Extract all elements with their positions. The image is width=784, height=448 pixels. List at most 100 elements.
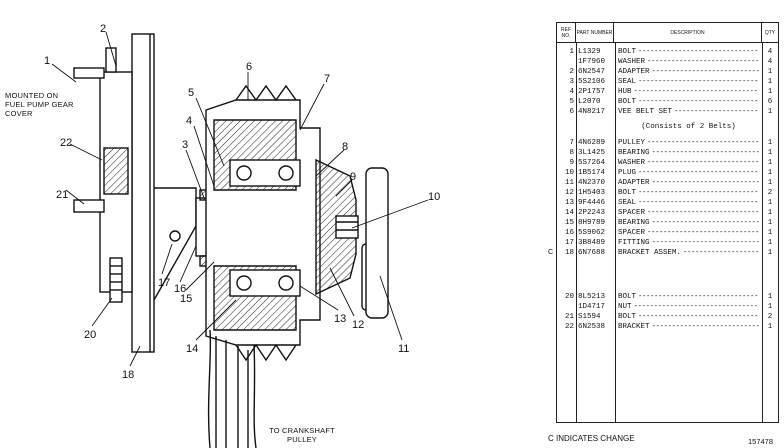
leader-dots: ------------------------------- <box>638 293 759 301</box>
description-cell: BEARING <box>618 149 650 157</box>
ref-cell: 22 <box>564 323 574 331</box>
leader-dots: ------------------------------- <box>651 219 760 227</box>
part-number-cell: 5S7264 <box>578 159 606 167</box>
ref-cell: 10 <box>564 169 574 177</box>
parts-list-table: REF NO. PART NUMBER DESCRIPTION QTY (Con… <box>548 22 779 423</box>
leader-dots: ------------------------------- <box>638 98 759 106</box>
description-cell: HUB <box>618 88 632 96</box>
qty-cell: 1 <box>767 88 773 96</box>
ref-cell: 21 <box>564 313 574 321</box>
callout-6: 6 <box>246 61 252 73</box>
leader-dots: ------------------------------- <box>647 229 759 237</box>
callout-21: 21 <box>56 189 68 201</box>
qty-cell: 1 <box>767 239 773 247</box>
part-number-cell: 2P1757 <box>578 88 606 96</box>
description-cell: VEE BELT SET <box>618 108 673 116</box>
part-number-cell: S1594 <box>578 313 601 321</box>
qty-cell: 1 <box>767 219 773 227</box>
part-number-cell: 5S9062 <box>578 229 606 237</box>
part-number-cell: L2070 <box>578 98 601 106</box>
callout-8: 8 <box>342 141 348 153</box>
description-cell: SEAL <box>618 199 637 207</box>
ref-cell: 4 <box>569 88 574 96</box>
part-number-cell: 3L1425 <box>578 149 606 157</box>
parts-list-header: REF NO. PART NUMBER DESCRIPTION QTY <box>557 23 778 43</box>
part-number-cell: 4N8217 <box>578 108 606 116</box>
leader-dots: ------------------------------- <box>638 78 759 86</box>
description-cell: BOLT <box>618 189 637 197</box>
description-cell: WASHER <box>618 159 646 167</box>
header-description: DESCRIPTION <box>614 23 762 42</box>
header-ref-no: REF NO. <box>557 23 576 42</box>
qty-cell: 1 <box>767 139 773 147</box>
table-row <box>557 275 778 285</box>
figure-number: 157478 <box>748 437 774 446</box>
leader-dots: ------------------------------- <box>647 139 759 147</box>
leader-dots: ------------------------------- <box>633 303 759 311</box>
leader-dots: ------------------------------- <box>647 209 759 217</box>
qty-cell: 1 <box>767 68 773 76</box>
qty-cell: 1 <box>767 249 773 257</box>
ref-cell: 2 <box>569 68 574 76</box>
leader-dots: ------------------------------- <box>651 323 760 331</box>
qty-cell: 1 <box>767 323 773 331</box>
ref-cell: 15 <box>564 219 574 227</box>
qty-cell: 1 <box>767 209 773 217</box>
ref-cell: 3 <box>569 78 574 86</box>
part-number-cell: 6N2547 <box>578 68 606 76</box>
callout-7: 7 <box>324 73 330 85</box>
callout-14: 14 <box>186 343 198 355</box>
qty-cell: 1 <box>767 303 773 311</box>
qty-cell: 2 <box>767 313 773 321</box>
leader-dots: ------------------------------- <box>651 149 760 157</box>
callout-12: 12 <box>352 319 364 331</box>
part-number-cell: 8L5213 <box>578 293 606 301</box>
leader-dots: ------------------------------- <box>638 189 759 197</box>
leader-dots: ------------------------------- <box>674 108 759 116</box>
leader-dots: ------------------------------- <box>647 58 759 66</box>
part-number-cell: 6N7688 <box>578 249 606 257</box>
ref-cell: 12 <box>564 189 574 197</box>
qty-cell: 2 <box>767 189 773 197</box>
part-number-cell: 1F7960 <box>578 58 606 66</box>
description-cell: ADAPTER <box>618 68 650 76</box>
qty-cell: 1 <box>767 169 773 177</box>
part-number-cell: 6N2538 <box>578 323 606 331</box>
ref-cell: 5 <box>569 98 574 106</box>
header-qty: QTY <box>764 29 776 36</box>
change-marker: C <box>547 249 554 256</box>
description-cell: BEARING <box>618 219 650 227</box>
ref-cell: 8 <box>569 149 574 157</box>
part-number-cell: 1D4717 <box>578 303 606 311</box>
description-cell: NUT <box>618 303 632 311</box>
ref-cell: 1 <box>569 48 574 56</box>
leader-dots: ------------------------------- <box>651 179 760 187</box>
leader-dots: ------------------------------- <box>683 249 759 257</box>
qty-cell: 1 <box>767 229 773 237</box>
description-cell: FITTING <box>618 239 650 247</box>
part-number-cell: 9F4446 <box>578 199 606 207</box>
description-cell: PLUG <box>618 169 637 177</box>
description-cell: SEAL <box>618 78 637 86</box>
qty-cell: 4 <box>767 48 773 56</box>
table-row: 1D4717 NUT 1 ------------------------------… <box>557 302 778 312</box>
description-cell: BOLT <box>618 293 637 301</box>
description-cell: BOLT <box>618 48 637 56</box>
part-number-cell: 1B5174 <box>578 169 606 177</box>
ref-cell: 14 <box>564 209 574 217</box>
callout-13: 13 <box>334 313 346 325</box>
ref-cell: 16 <box>564 229 574 237</box>
